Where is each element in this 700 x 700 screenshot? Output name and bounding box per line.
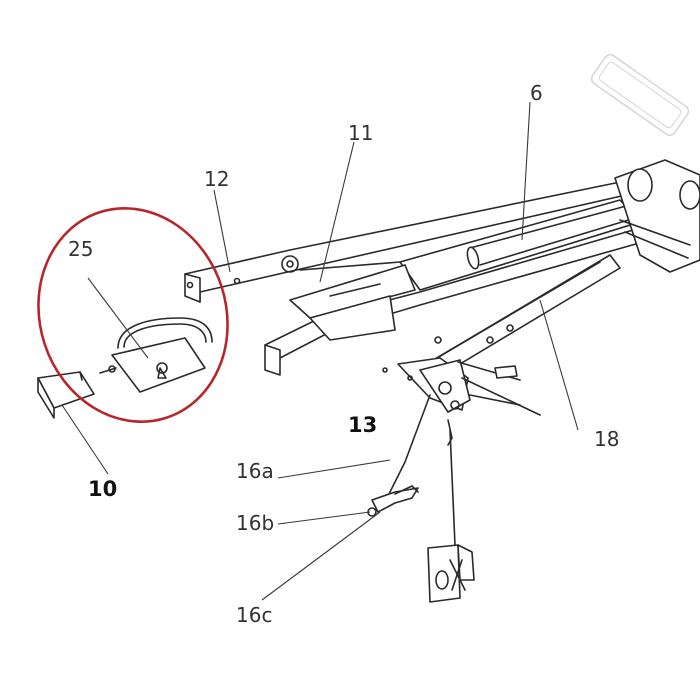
callout-11: 11 — [348, 121, 373, 145]
right-assembly — [614, 159, 700, 273]
callout-16c: 16c — [236, 603, 272, 627]
bracket-part — [37, 371, 95, 419]
callout-25: 25 — [68, 237, 93, 261]
main-frame — [184, 159, 700, 383]
watermark-logo — [590, 54, 690, 136]
highlighted-part — [99, 317, 213, 393]
callout-16a: 16a — [236, 459, 274, 483]
callout-10: 10 — [88, 477, 117, 501]
callout-18: 18 — [594, 427, 619, 451]
pivot-linkage — [382, 336, 541, 603]
callout-12: 12 — [204, 167, 229, 191]
cable-assembly — [367, 394, 431, 517]
highlight-ellipse — [37, 207, 229, 423]
leader-lines — [61, 101, 579, 601]
callout-13: 13 — [348, 413, 377, 437]
callout-16b: 16b — [236, 511, 274, 535]
callout-6: 6 — [530, 81, 543, 105]
